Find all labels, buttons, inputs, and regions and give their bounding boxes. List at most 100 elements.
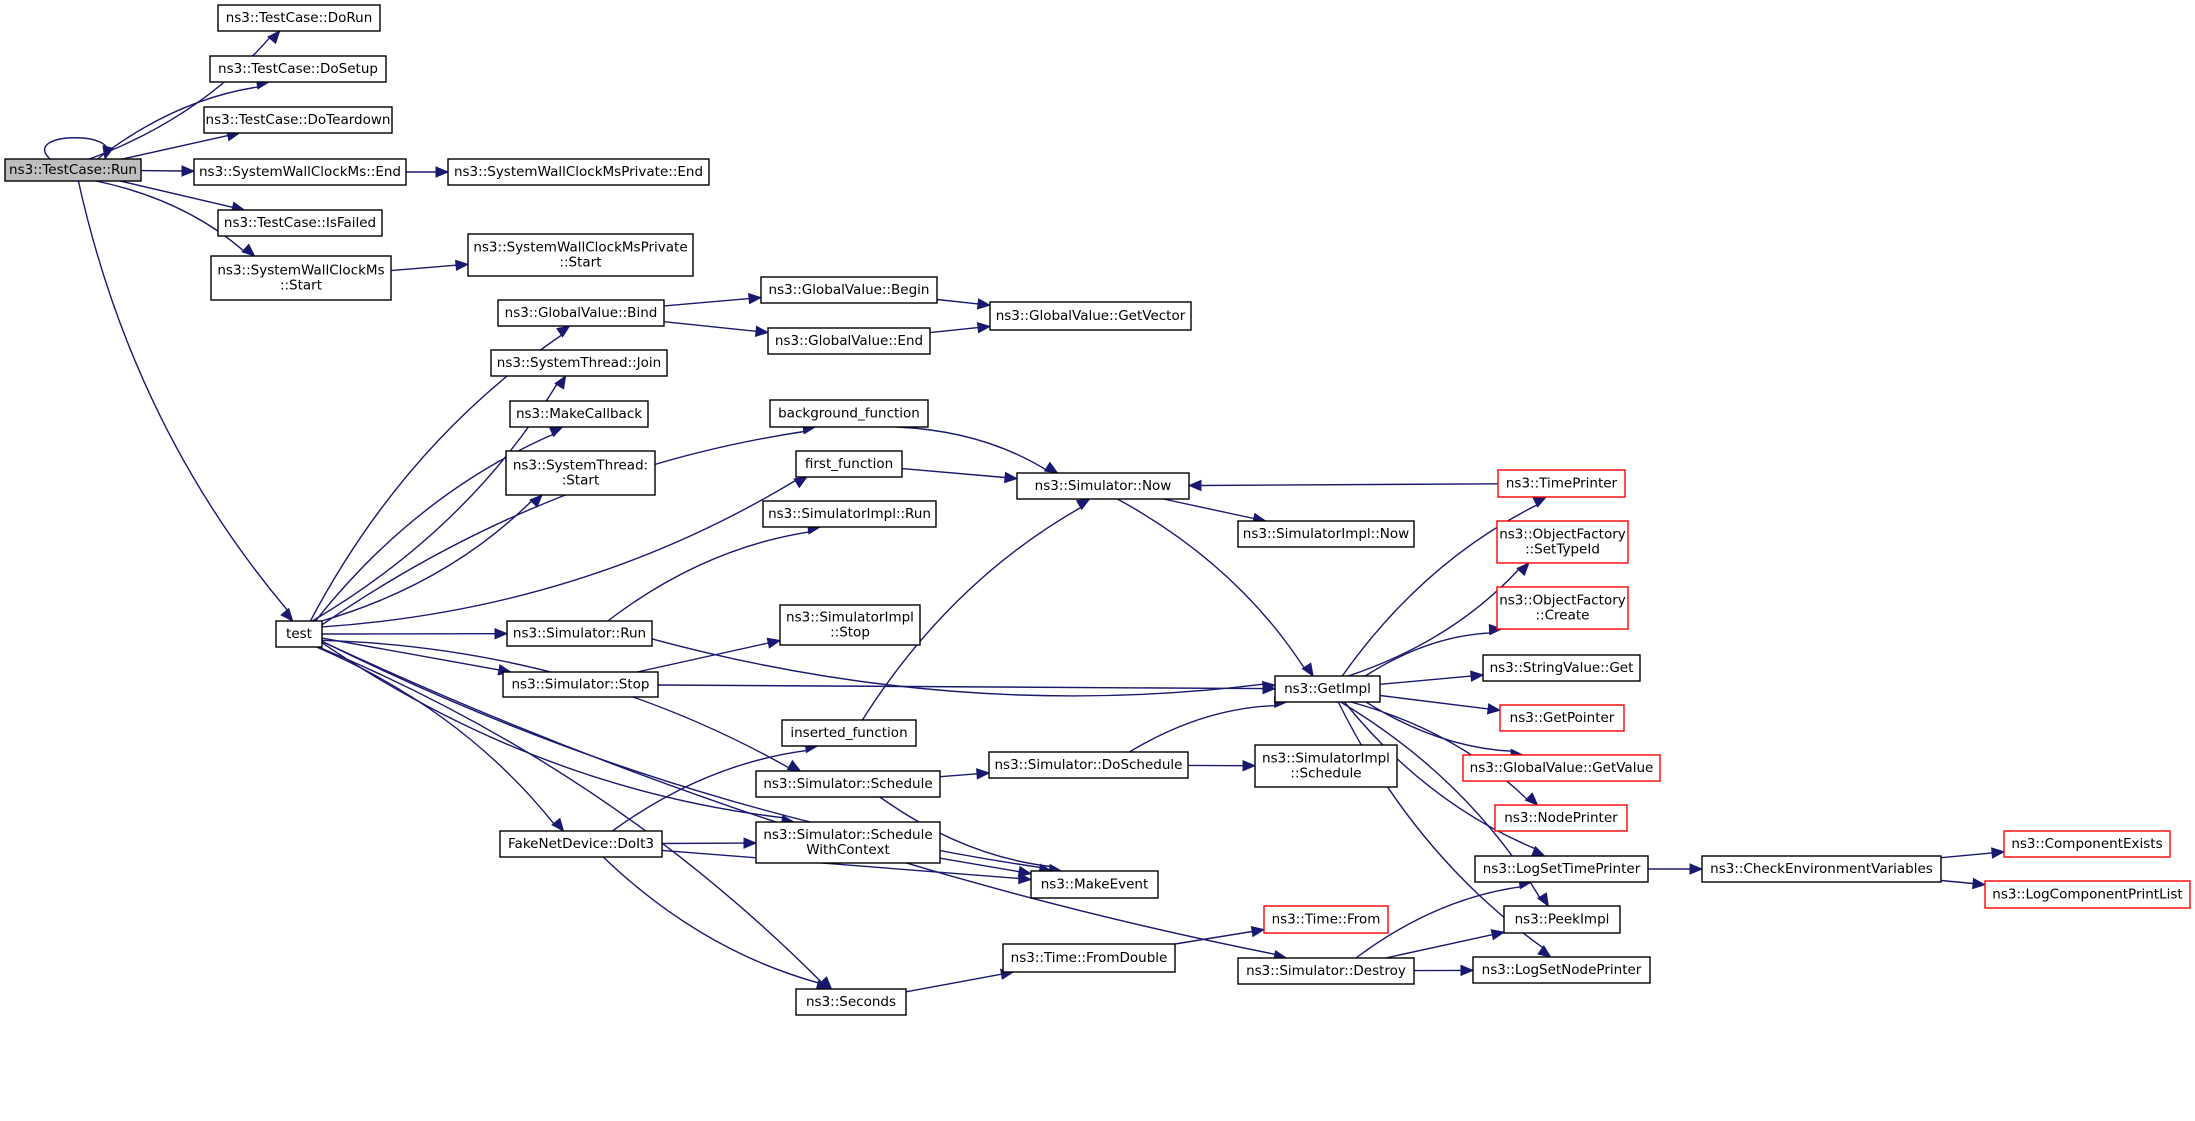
edge-firstfunc-to-simnow [901, 467, 1019, 484]
node-gvbegin[interactable]: ns3::GlobalValue::Begin [760, 276, 938, 304]
node-simdestroy[interactable]: ns3::Simulator::Destroy [1237, 957, 1415, 985]
node-label: ns3::Simulator::Destroy [1246, 963, 1406, 979]
edge-simstop-to-simimplstop [636, 637, 782, 673]
node-box [1263, 905, 1389, 934]
node-dosetup[interactable]: ns3::TestCase::DoSetup [209, 55, 387, 83]
node-nodeprinter[interactable]: ns3::NodePrinter [1494, 804, 1628, 832]
node-ofsettypeid[interactable]: ns3::ObjectFactory::SetTypeId [1496, 520, 1629, 564]
node-box [781, 719, 917, 747]
node-simimplrun[interactable]: ns3::SimulatorImpl::Run [762, 500, 937, 528]
node-svget[interactable]: ns3::StringValue::Get [1482, 654, 1641, 682]
edge-arrowhead [241, 243, 256, 257]
node-simrun[interactable]: ns3::Simulator::Run [506, 620, 653, 647]
node-componentexists[interactable]: ns3::ComponentExists [2003, 830, 2171, 858]
node-label: ns3::Time::From [1272, 912, 1381, 928]
edge-run-to-swcstart [96, 180, 256, 257]
node-box [467, 233, 694, 277]
node-peekimpl[interactable]: ns3::PeekImpl [1503, 905, 1621, 934]
edge-arrowhead [529, 494, 543, 508]
node-fakedoit3[interactable]: FakeNetDevice::DoIt3 [499, 830, 663, 858]
edge-line [390, 264, 457, 272]
node-label: ::SetTypeId [1525, 542, 1600, 558]
edge-line [321, 430, 805, 626]
edge-fakedoit3-to-schedwithctx [661, 837, 758, 849]
node-box [1701, 855, 1942, 883]
node-timeprinter[interactable]: ns3::TimePrinter [1497, 469, 1626, 498]
node-label: ::Create [1536, 608, 1590, 624]
node-simdoschedule[interactable]: ns3::Simulator::DoSchedule [988, 751, 1189, 779]
node-makecallback[interactable]: ns3::MakeCallback [509, 400, 649, 428]
node-test[interactable]: test [275, 620, 323, 648]
edge-arrowhead [435, 166, 450, 178]
node-gvbind[interactable]: ns3::GlobalValue::Bind [497, 299, 665, 327]
edge-seconds-to-timefromdouble [905, 968, 1015, 993]
node-logsettimeprinter[interactable]: ns3::LogSetTimePrinter [1474, 855, 1649, 883]
node-label: ns3::SystemWallClockMs [217, 263, 384, 279]
node-label: ns3::LogComponentPrintList [1992, 887, 2182, 903]
edge-arrowhead [1187, 479, 1202, 492]
node-dorun[interactable]: ns3::TestCase::DoRun [217, 4, 381, 32]
edge-line [321, 479, 796, 628]
node-label: ns3::MakeEvent [1041, 877, 1149, 893]
edge-logsettimeprinter-to-checkenv [1648, 863, 1704, 875]
node-simschedule[interactable]: ns3::Simulator::Schedule [755, 770, 941, 798]
node-box [762, 500, 937, 528]
node-simimplschedule[interactable]: ns3::SimulatorImpl::Schedule [1254, 744, 1398, 788]
edge-arrowhead [556, 325, 571, 338]
node-logcomplist[interactable]: ns3::LogComponentPrintList [1984, 880, 2191, 909]
node-box [505, 450, 656, 496]
node-stjoin[interactable]: ns3::SystemThread::Join [490, 349, 668, 377]
node-simimplstop[interactable]: ns3::SimulatorImpl::Stop [779, 604, 921, 646]
edge-line [939, 857, 1020, 873]
node-label: ::Stop [830, 625, 870, 641]
edge-arrowhead [1075, 498, 1091, 511]
node-checkenv[interactable]: ns3::CheckEnvironmentVariables [1701, 855, 1942, 883]
node-seconds[interactable]: ns3::Seconds [795, 988, 907, 1016]
edge-line [1940, 879, 1974, 885]
node-swcstart[interactable]: ns3::SystemWallClockMs::Start [210, 255, 392, 301]
node-gvgetvector[interactable]: ns3::GlobalValue::GetVector [989, 301, 1192, 331]
edge-line [1350, 701, 1528, 800]
edge-arrowhead [1301, 662, 1314, 678]
node-getimpl[interactable]: ns3::GetImpl [1274, 675, 1381, 703]
node-label: ns3::Time::FromDouble [1011, 950, 1168, 966]
node-label: ns3::Simulator::Schedule [763, 827, 932, 843]
node-getpointer[interactable]: ns3::GetPointer [1499, 704, 1625, 732]
node-makeevent[interactable]: ns3::MakeEvent [1030, 870, 1159, 899]
edge-line [321, 639, 790, 769]
edge-gvbegin-to-gvgetvector [936, 298, 992, 310]
node-timefromdouble[interactable]: ns3::Time::FromDouble [1002, 943, 1176, 973]
node-box [193, 158, 407, 186]
node-logsetnodeprinter[interactable]: ns3::LogSetNodePrinter [1472, 956, 1651, 984]
node-firstfunc[interactable]: first_function [795, 450, 903, 478]
node-label: ns3::LogSetNodePrinter [1482, 962, 1642, 978]
edge-line [901, 467, 1006, 479]
node-insfunc[interactable]: inserted_function [781, 719, 917, 747]
edge-test-to-makeevent [321, 640, 1053, 875]
edge-arrowhead [1004, 471, 1019, 484]
node-box [1462, 754, 1661, 782]
node-label: ns3::GetPointer [1510, 710, 1615, 726]
node-swcpstart[interactable]: ns3::SystemWallClockMsPrivate::Start [467, 233, 694, 277]
node-isfailed[interactable]: ns3::TestCase::IsFailed [217, 209, 383, 237]
node-timefrom[interactable]: ns3::Time::From [1263, 905, 1389, 934]
node-swcend[interactable]: ns3::SystemWallClockMs::End [193, 158, 407, 186]
nodes-layer: ns3::TestCase::Runns3::TestCase::DoRunns… [4, 4, 2191, 1016]
node-label: ns3::SystemWallClockMsPrivate::End [454, 164, 703, 180]
node-simstop[interactable]: ns3::Simulator::Stop [502, 671, 659, 698]
node-simnow[interactable]: ns3::Simulator::Now [1016, 472, 1190, 500]
node-swcpend[interactable]: ns3::SystemWallClockMsPrivate::End [447, 158, 710, 186]
node-simimplnow[interactable]: ns3::SimulatorImpl::Now [1237, 520, 1415, 548]
node-gvgetvalue[interactable]: ns3::GlobalValue::GetValue [1462, 754, 1661, 782]
node-ofcreate[interactable]: ns3::ObjectFactory::Create [1496, 586, 1629, 630]
node-doteardown[interactable]: ns3::TestCase::DoTeardown [203, 106, 393, 134]
node-box [769, 399, 929, 428]
node-bgfunc[interactable]: background_function [769, 399, 929, 428]
node-gvend[interactable]: ns3::GlobalValue::End [767, 327, 931, 355]
edge-gvend-to-gvgetvector [929, 322, 992, 334]
edge-run-to-test [77, 180, 294, 622]
node-ststart[interactable]: ns3::SystemThread::Start [505, 450, 656, 496]
edge-line [1364, 632, 1491, 677]
node-label: ns3::TestCase::DoTeardown [206, 112, 391, 128]
